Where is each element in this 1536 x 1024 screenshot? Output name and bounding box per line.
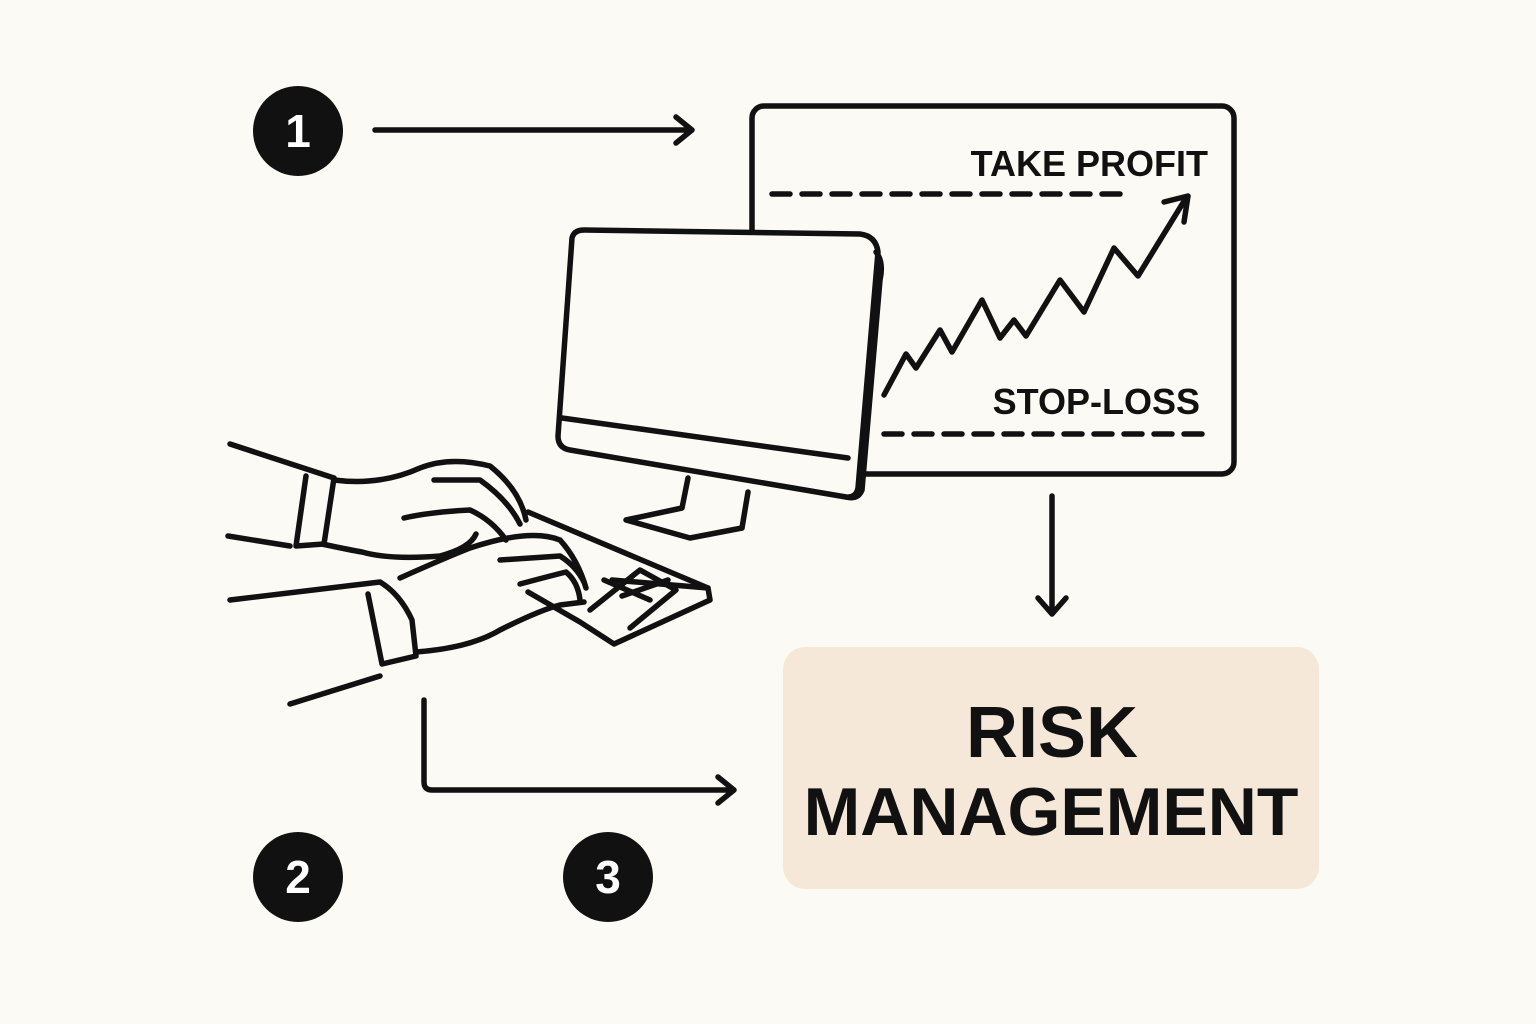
arrow-step1-to-chart bbox=[372, 114, 695, 146]
stop-loss-label: STOP-LOSS bbox=[993, 381, 1200, 422]
management-label: MANAGEMENT bbox=[804, 774, 1299, 850]
risk-management-box: RISK MANAGEMENT bbox=[783, 647, 1319, 889]
trend-arrowhead-icon bbox=[1161, 193, 1191, 225]
arrow-chart-to-risk bbox=[1035, 493, 1069, 617]
step-1-number: 1 bbox=[285, 105, 311, 157]
step-2-badge: 2 bbox=[253, 832, 343, 922]
step-2-number: 2 bbox=[285, 851, 311, 903]
price-trend-line bbox=[881, 195, 1189, 398]
risk-label: RISK bbox=[966, 693, 1138, 773]
arrow-hands-to-risk bbox=[421, 697, 737, 806]
take-profit-label: TAKE PROFIT bbox=[971, 143, 1208, 184]
hands-typing-icon bbox=[225, 441, 713, 707]
step-3-number: 3 bbox=[595, 851, 621, 903]
computer-monitor-icon bbox=[555, 227, 885, 541]
step-1-badge: 1 bbox=[253, 86, 343, 176]
step-3-badge: 3 bbox=[563, 832, 653, 922]
